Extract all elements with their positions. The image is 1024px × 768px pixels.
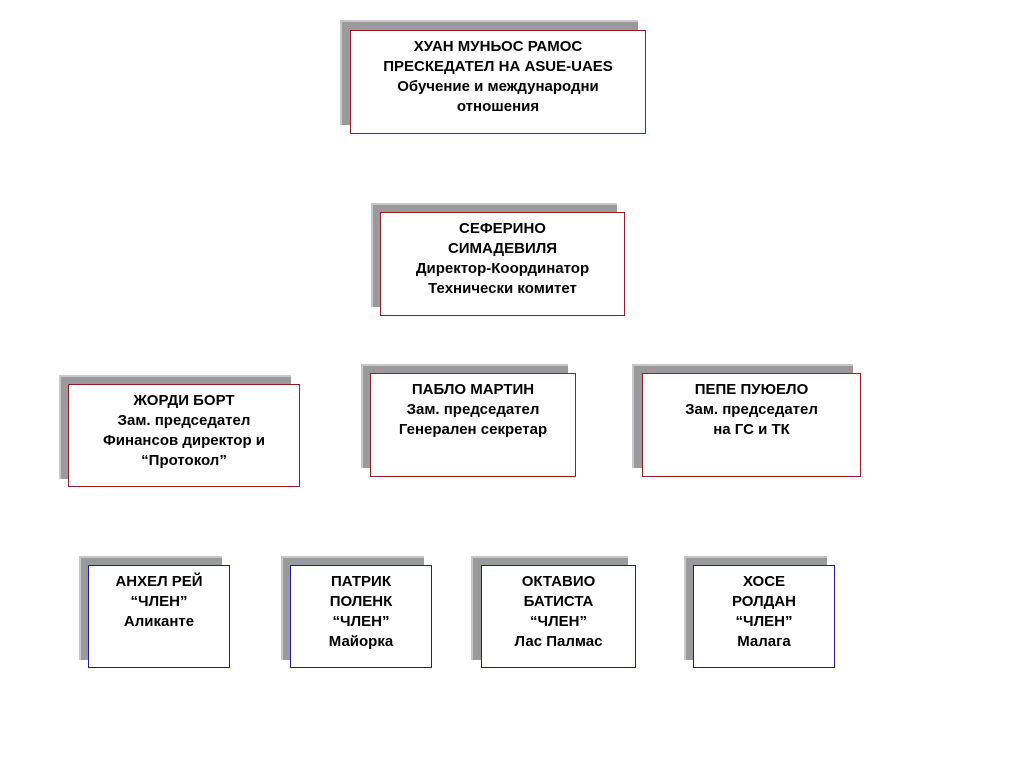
node-role-cont: отношения (456, 98, 540, 115)
node-box: ОКТАВИО БАТИСТА “ЧЛЕН” Лас Палмас (481, 565, 636, 668)
node-name: ХОСЕ (742, 573, 786, 590)
node-role: Генерален секретар (398, 421, 548, 438)
node-name-cont: СИМАДЕВИЛЯ (447, 240, 558, 257)
node-title: ПРЕСКЕДАТЕЛ НА ASUE-UAES (383, 58, 613, 75)
node-role: Финансов директор и (103, 432, 265, 449)
node-title: “ЧЛЕН” (735, 613, 793, 630)
node-title: Зам. председател (685, 401, 818, 418)
node-box: ПЕПЕ ПУЮЕЛО Зам. председател на ГС и ТК (642, 373, 861, 477)
node-name-cont: РОЛДАН (732, 593, 796, 610)
node-title: Зам. председател (117, 412, 251, 429)
node-city: Аликанте (123, 613, 195, 630)
node-name: АНХЕЛ РЕЙ (115, 573, 203, 590)
node-title: Зам. председател (406, 401, 540, 418)
node-role: на ГС и ТК (713, 421, 790, 438)
node-box: ПАБЛО МАРТИН Зам. председател Генерален … (370, 373, 576, 477)
node-title: “ЧЛЕН” (130, 593, 188, 610)
node-box: ПАТРИК ПОЛЕНК “ЧЛЕН” Майорка (290, 565, 432, 668)
node-name: ХУАН МУНЬОС РАМОС (413, 38, 583, 55)
node-box: ХУАН МУНЬОС РАМОС ПРЕСКЕДАТЕЛ НА ASUE-UA… (350, 30, 646, 134)
node-role: Технически комитет (428, 280, 577, 297)
node-city: Малага (737, 633, 791, 650)
node-name: ОКТАВИО (521, 573, 596, 590)
node-city: Майорка (328, 633, 394, 650)
node-title: “ЧЛЕН” (332, 613, 390, 630)
node-box: ЖОРДИ БОРТ Зам. председател Финансов дир… (68, 384, 300, 487)
node-role-cont: “Протокол” (141, 452, 227, 469)
node-city: Лас Палмас (514, 633, 603, 650)
node-name: ПЕПЕ ПУЮЕЛО (694, 381, 809, 398)
node-name: ПАТРИК (331, 573, 391, 590)
node-name: ПАБЛО МАРТИН (411, 381, 535, 398)
node-title: Директор-Координатор (415, 260, 590, 277)
node-box: АНХЕЛ РЕЙ “ЧЛЕН” Аликанте (88, 565, 230, 668)
node-name-cont: БАТИСТА (523, 593, 594, 610)
node-role: Обучение и международни (397, 78, 599, 95)
node-box: СЕФЕРИНО СИМАДЕВИЛЯ Директор-Координатор… (380, 212, 625, 316)
node-box: ХОСЕ РОЛДАН “ЧЛЕН” Малага (693, 565, 835, 668)
node-name-cont: ПОЛЕНК (329, 593, 393, 610)
node-name: СЕФЕРИНО (459, 220, 546, 237)
node-name: ЖОРДИ БОРТ (133, 392, 235, 409)
node-title: “ЧЛЕН” (530, 613, 587, 630)
